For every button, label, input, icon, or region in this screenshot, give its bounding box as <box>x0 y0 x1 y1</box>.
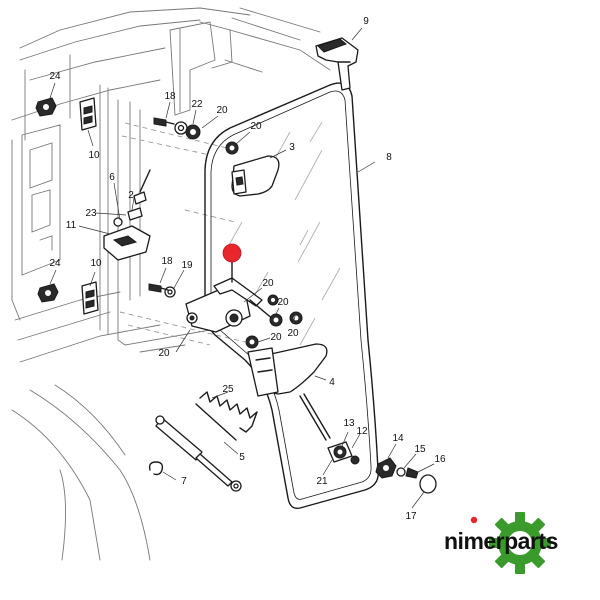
gear-icon <box>489 512 551 574</box>
upper-hinge <box>315 37 359 91</box>
lock-mechanism <box>185 261 275 333</box>
callout-24-lower: 24 <box>49 258 61 269</box>
callout-13: 13 <box>343 418 355 429</box>
callout-7: 7 <box>181 476 187 487</box>
callout-2: 2 <box>128 190 134 201</box>
nuts <box>35 97 59 303</box>
callout-5: 5 <box>239 452 245 463</box>
callout-6: 6 <box>109 172 115 183</box>
callout-23: 23 <box>85 208 97 219</box>
callout-12: 12 <box>356 426 368 437</box>
callout-20-b: 20 <box>250 121 262 132</box>
washers <box>164 121 303 349</box>
striker-assembly <box>103 169 151 261</box>
logo-dot <box>470 516 478 524</box>
callout-10-upper: 10 <box>88 150 100 161</box>
callout-20-g: 20 <box>270 332 282 343</box>
callout-22: 22 <box>191 99 203 110</box>
callout-14: 14 <box>392 433 404 444</box>
brand-name: nimerparts <box>444 528 558 554</box>
spring <box>195 391 258 441</box>
gas-strut <box>155 415 242 492</box>
inner-handle <box>247 343 328 397</box>
lower-knob <box>375 457 437 494</box>
callout-20-f: 20 <box>158 348 170 359</box>
callout-15: 15 <box>414 444 426 455</box>
callout-4: 4 <box>329 377 335 388</box>
highlight-marker <box>222 243 242 263</box>
callout-3: 3 <box>289 142 295 153</box>
clip <box>148 461 164 476</box>
callout-labels: 9 8 3 4 5 7 24 24 10 10 18 18 22 20 20 2… <box>49 16 446 522</box>
callout-20-d: 20 <box>277 297 289 308</box>
callout-18-upper: 18 <box>164 91 176 102</box>
callout-25: 25 <box>222 384 234 395</box>
callout-18-lower: 18 <box>161 256 173 267</box>
callout-19: 19 <box>181 260 193 271</box>
callout-8: 8 <box>386 152 392 163</box>
callout-20-e: 20 <box>287 328 299 339</box>
callout-20-a: 20 <box>216 105 228 116</box>
callout-16: 16 <box>434 454 446 465</box>
callout-9: 9 <box>363 16 369 27</box>
cab-frame <box>11 7 331 561</box>
callout-24-upper: 24 <box>49 71 61 82</box>
lower-latch <box>299 393 360 465</box>
brand-logo <box>470 512 551 574</box>
callout-17: 17 <box>405 511 417 522</box>
callout-10-lower: 10 <box>90 258 102 269</box>
leader-lines <box>49 27 435 509</box>
frame-hinges <box>79 97 99 315</box>
callout-20-c: 20 <box>262 278 274 289</box>
callout-11: 11 <box>66 220 77 231</box>
bolts <box>148 117 175 293</box>
callout-21: 21 <box>316 476 328 487</box>
outer-handle <box>231 155 280 197</box>
alignment-lines <box>119 122 246 346</box>
